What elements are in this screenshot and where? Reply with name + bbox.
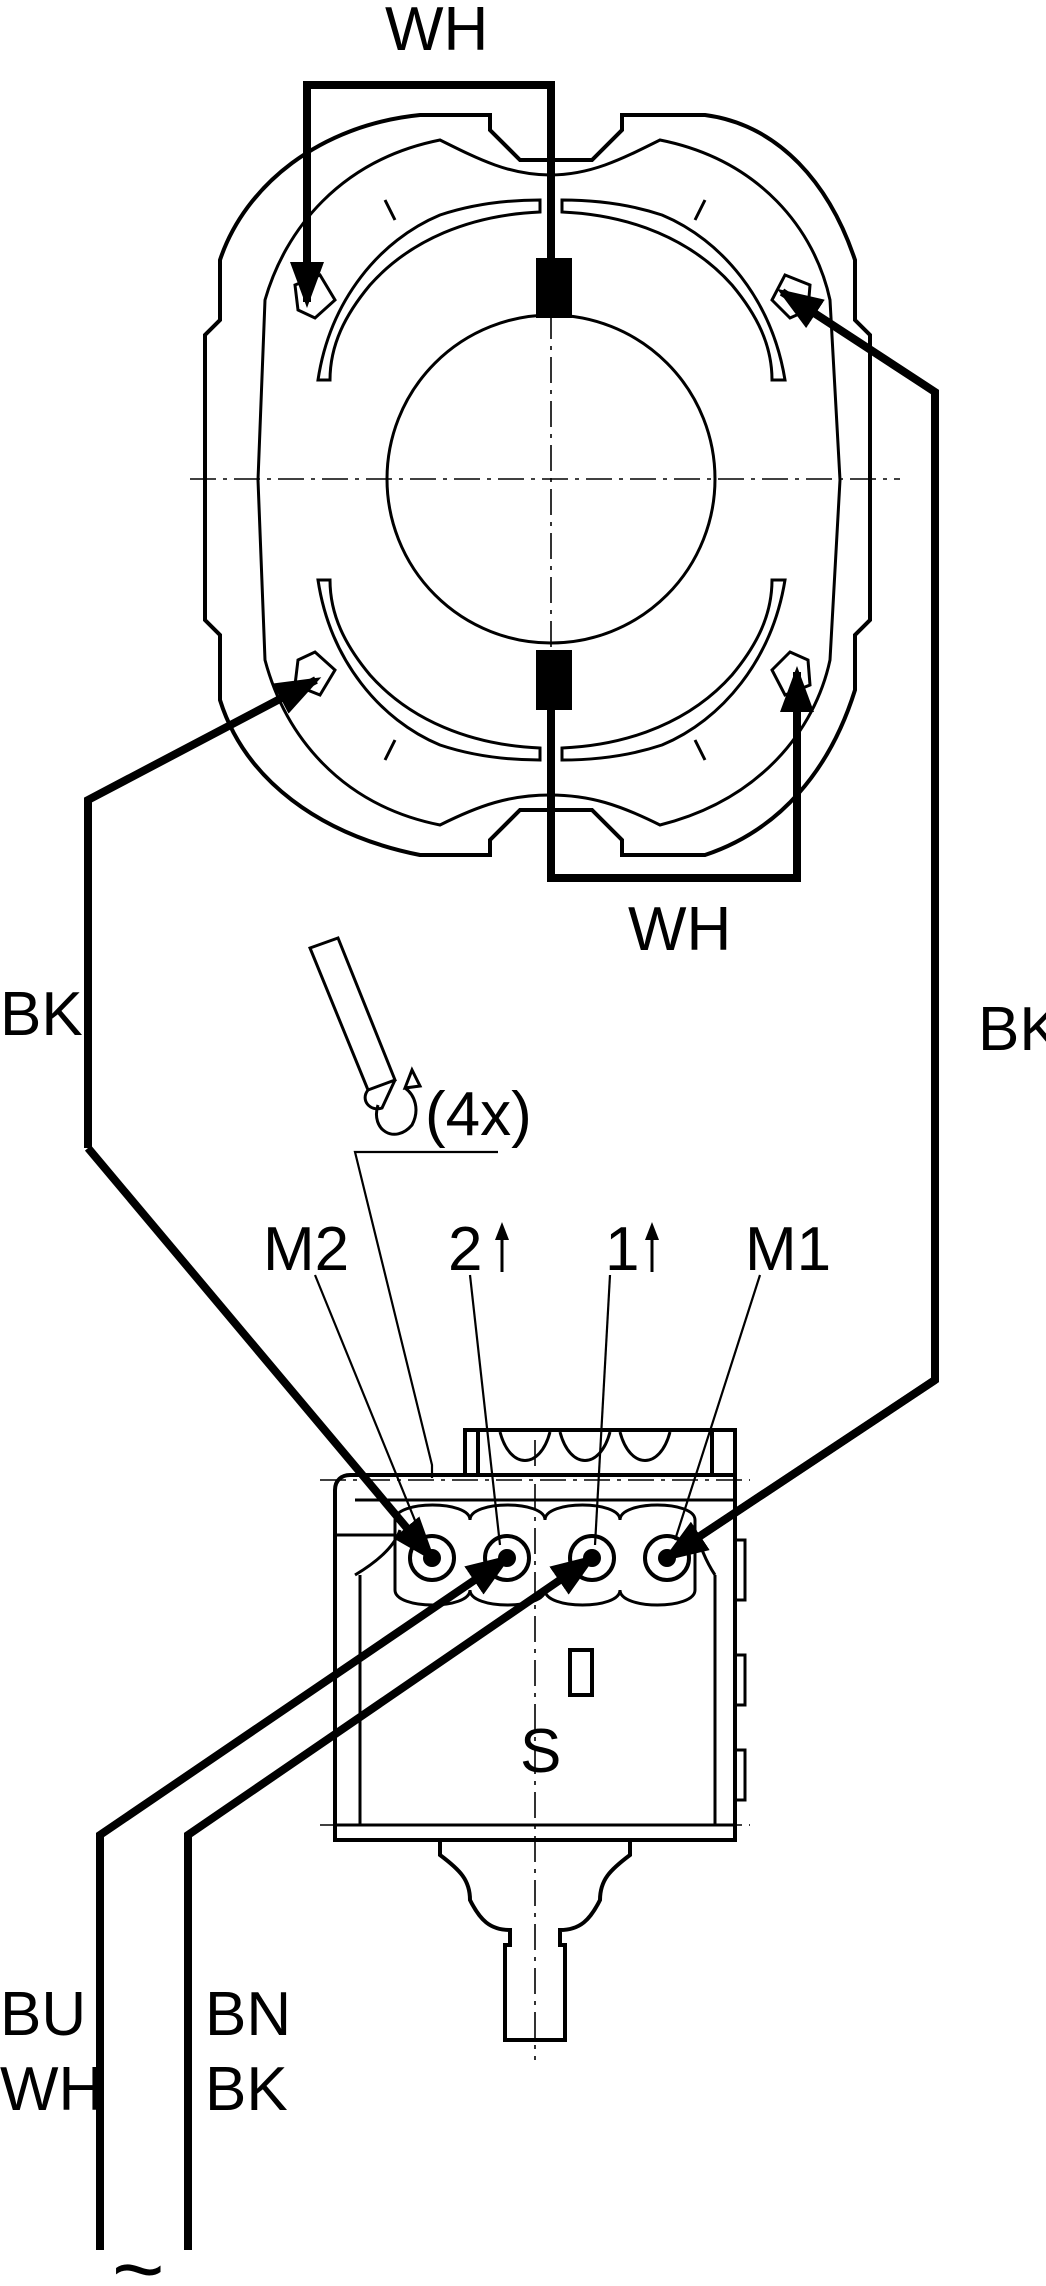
wire-bk-right-to-m1 [662,1376,938,1562]
wire-wh-top [290,81,555,308]
label-switch-s: S [520,1717,561,1786]
label-supply-left-line1: BU [0,1980,86,2049]
leader-lines [313,1150,762,1546]
label-terminal-m1: M1 [745,1215,831,1284]
wire-wh-bottom [547,666,814,882]
motor-stator [190,113,900,857]
wire-bk-left [84,676,322,1148]
label-bk-left: BK [0,980,83,1049]
label-repeat-count: (4x) [425,1080,532,1149]
label-supply-right-line2: BK [205,2055,288,2124]
wire-bk-left-to-m2 [84,1145,436,1563]
label-supply-right-line1: BN [205,1980,291,2049]
label-ac-symbol: ~ [112,2220,165,2286]
label-wh-top: WH [385,0,488,64]
switch-indicator [568,1648,594,1697]
label-terminal-1: 1 [605,1215,639,1284]
wire-supply-bn-bk [184,1554,597,2250]
label-supply-left-line2: WH [0,2055,103,2124]
wire-supply-bu-wh [96,1554,512,2250]
label-terminal-2: 2 [448,1215,482,1284]
wiring [84,81,939,2250]
brush-bottom [536,650,572,710]
brush-top [536,258,572,318]
label-wh-bottom: WH [628,895,731,964]
label-terminal-m2: M2 [263,1215,349,1284]
label-bk-right: BK [978,995,1046,1064]
screwdriver-icon [308,936,423,1136]
